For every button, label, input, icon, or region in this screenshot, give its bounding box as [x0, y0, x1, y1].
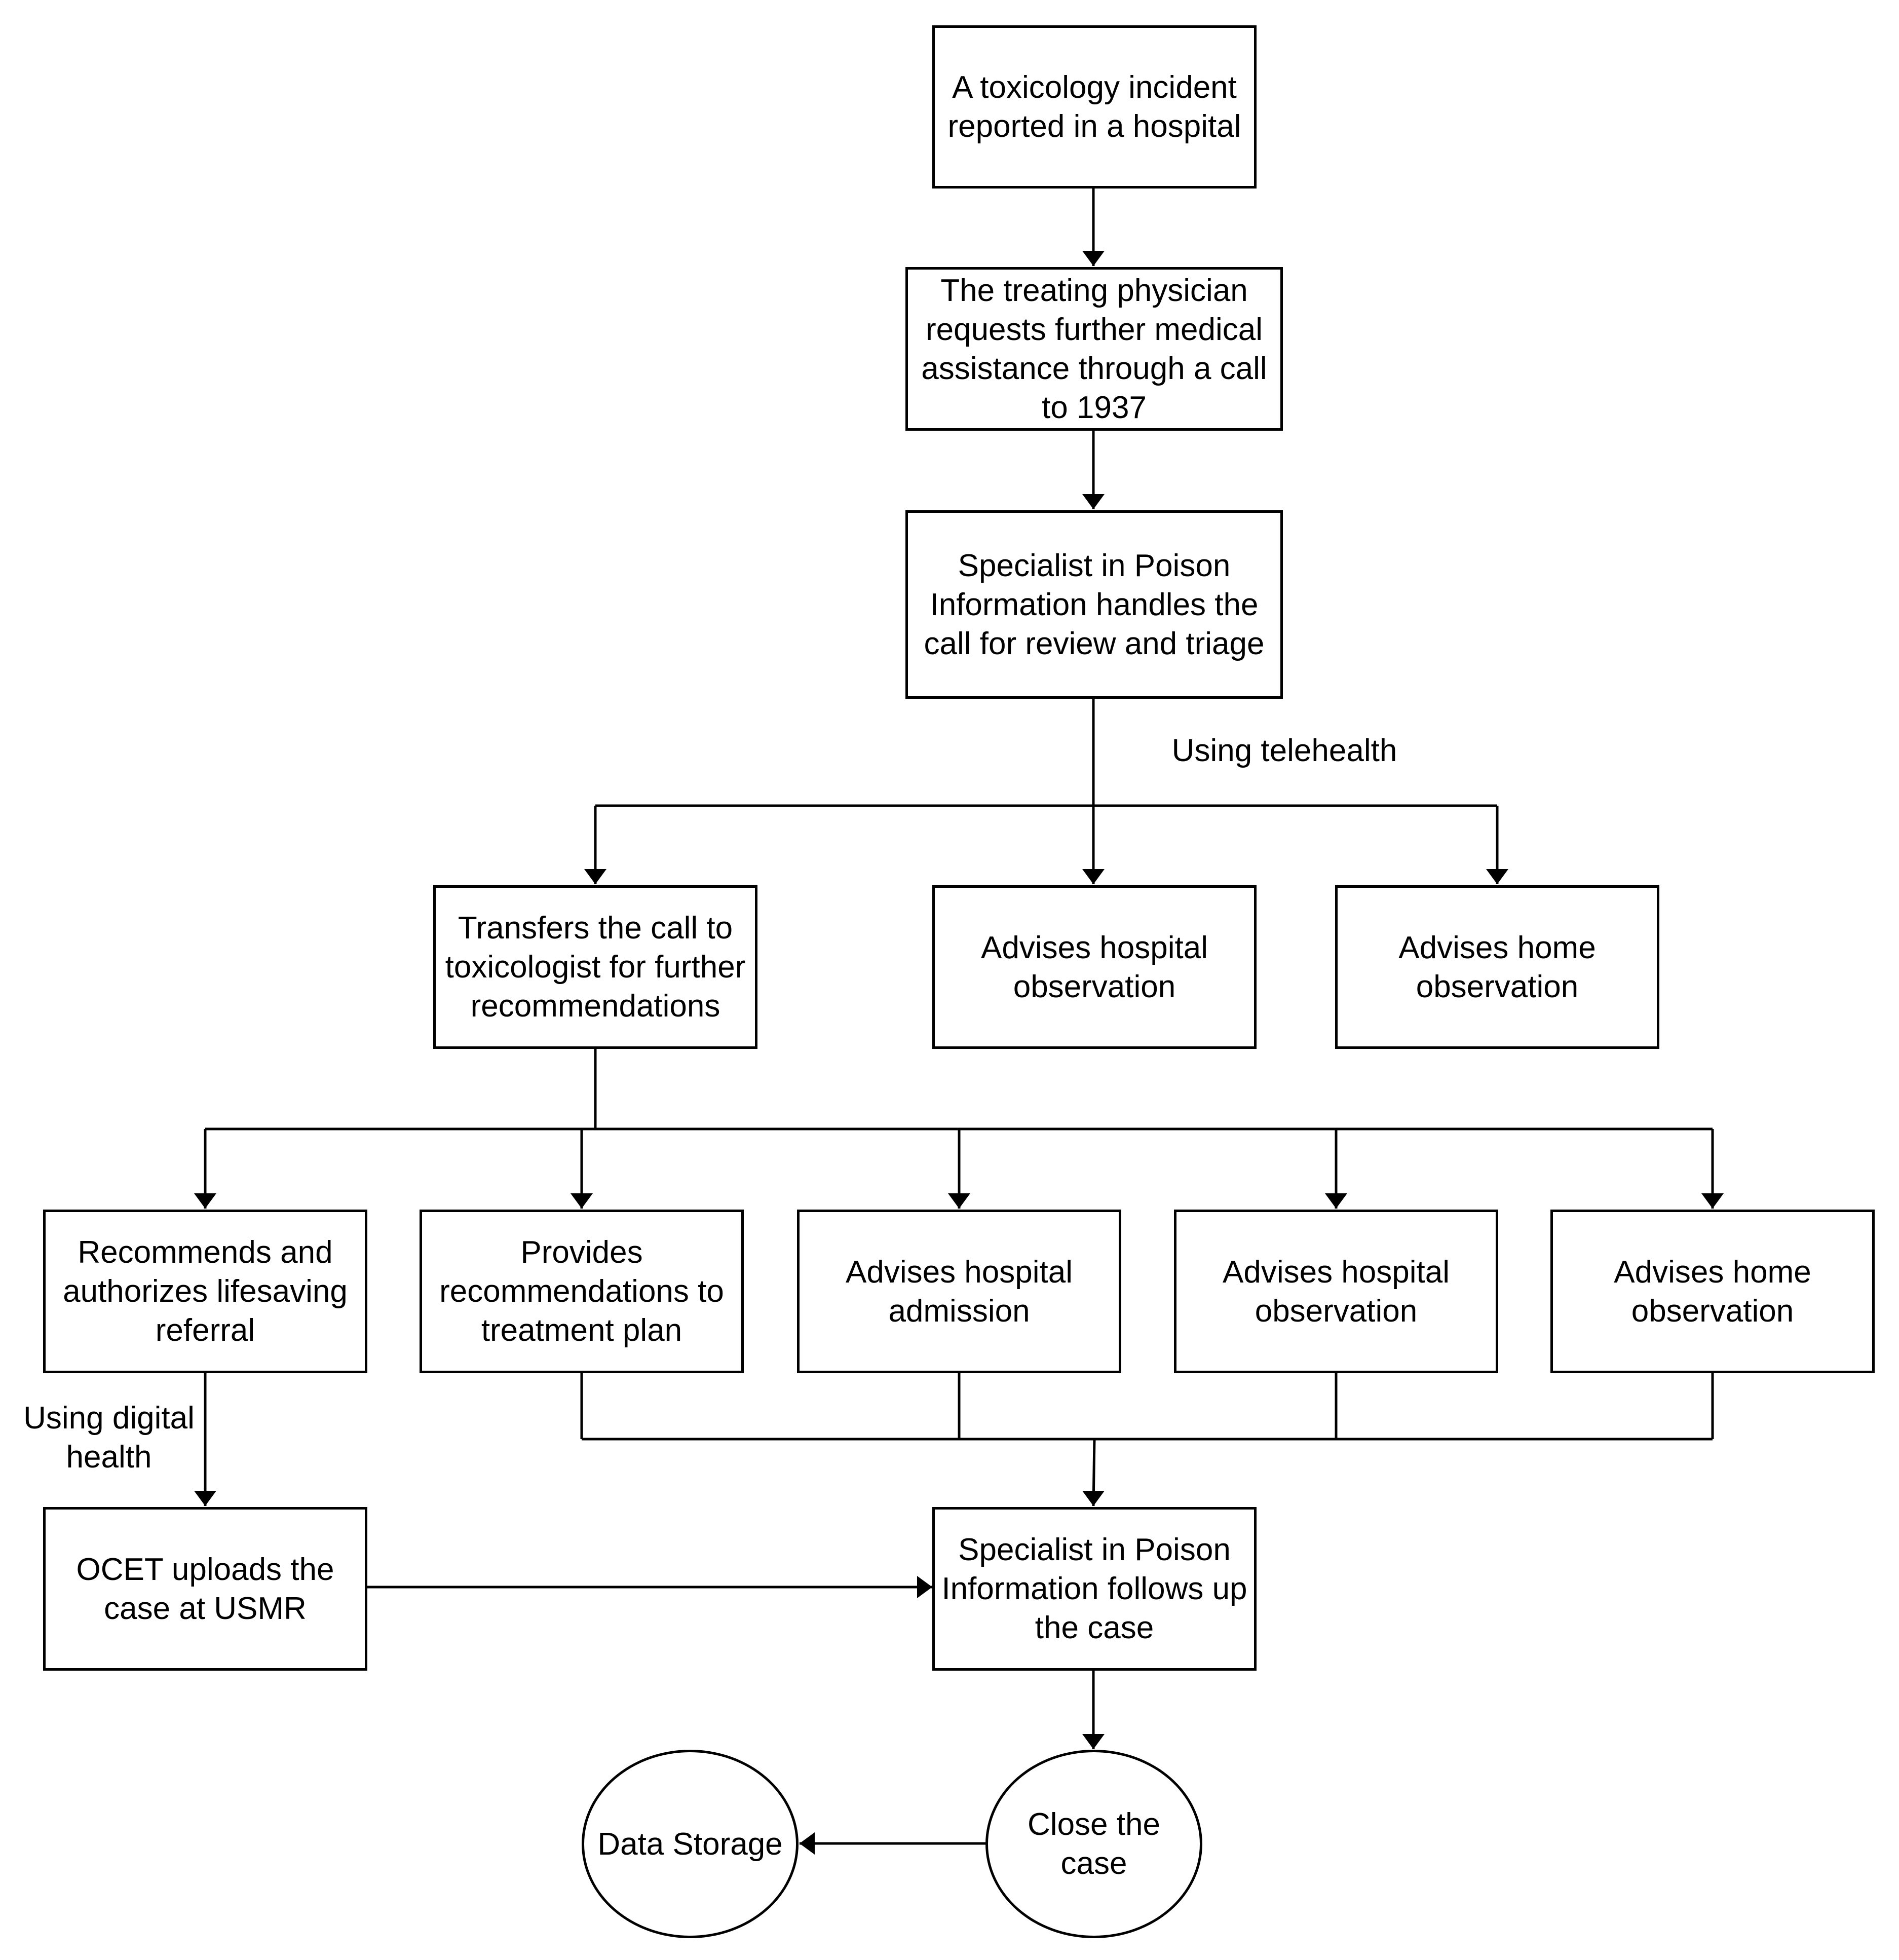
arrowhead	[584, 869, 606, 884]
arrowhead	[1082, 1491, 1105, 1506]
arrowhead	[1082, 251, 1105, 266]
arrowhead	[1082, 869, 1105, 884]
physician-call-box: The treating physician requests further …	[905, 267, 1283, 431]
telehealth-label: Using telehealth	[1171, 733, 1397, 768]
arrowhead	[1082, 494, 1105, 509]
arrowhead	[194, 1193, 216, 1209]
arrowhead	[948, 1193, 970, 1209]
close-case-circle: Close the case	[985, 1750, 1202, 1938]
spi-triage-box: Specialist in Poison Information handles…	[905, 510, 1283, 699]
arrowhead	[571, 1193, 593, 1209]
treatment-plan-box: Provides recommendations to treatment pl…	[420, 1210, 744, 1373]
incident-box: A toxicology incident reported in a hosp…	[932, 25, 1257, 189]
transfer-toxicologist-box: Transfers the call to toxicologist for f…	[433, 885, 757, 1049]
ocet-upload-box: OCET uploads the case at USMR	[43, 1507, 367, 1671]
advise-hospital-observation-box-2: Advises hospital observation	[1174, 1210, 1498, 1373]
spi-follow-up-box: Specialist in Poison Information follows…	[932, 1507, 1257, 1671]
advise-home-observation-box-2: Advises home observation	[1550, 1210, 1875, 1373]
data-storage-circle: Data Storage	[582, 1750, 799, 1938]
arrowhead	[1325, 1193, 1347, 1209]
hospital-admission-box: Advises hospital admission	[797, 1210, 1121, 1373]
advise-hospital-observation-box: Advises hospital observation	[932, 885, 1257, 1049]
lifesaving-referral-box: Recommends and authorizes lifesaving ref…	[43, 1210, 367, 1373]
arrowhead	[194, 1491, 216, 1506]
advise-home-observation-box: Advises home observation	[1335, 885, 1659, 1049]
arrowhead	[1701, 1193, 1724, 1209]
arrowhead	[800, 1832, 815, 1855]
arrowhead	[1082, 1734, 1105, 1749]
arrowhead	[1486, 869, 1508, 884]
digital-health-label: Using digital health	[23, 1401, 195, 1475]
arrowhead	[917, 1576, 932, 1598]
